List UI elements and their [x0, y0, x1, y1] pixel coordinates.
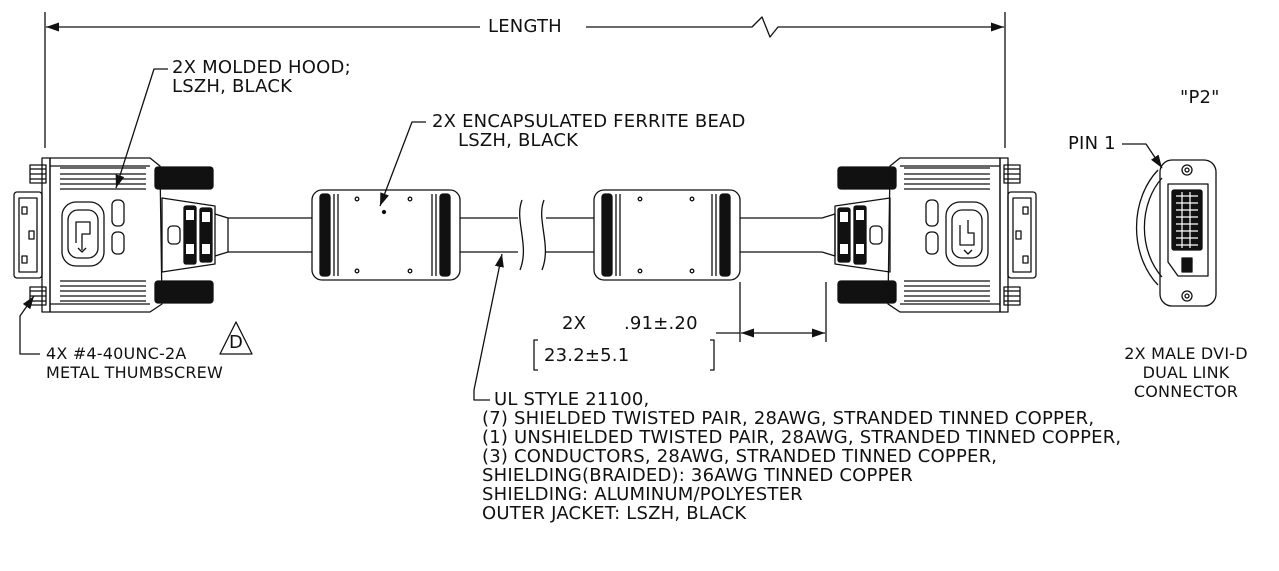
cable-spec-line-4: (3) CONDUCTORS, 28AWG, STRANDED TINNED C…: [482, 446, 998, 467]
revision-triangle: [219, 321, 253, 355]
thumbscrew-callout-line-2: METAL THUMBSCREW: [46, 363, 223, 382]
cable-spec-line-7: OUTER JACKET: LSZH, BLACK: [482, 503, 747, 524]
length-label: LENGTH: [488, 16, 562, 37]
ferrite-callout: 2X ENCAPSULATED FERRITE BEAD LSZH, BLACK: [432, 112, 746, 150]
cable-jacket: [228, 199, 822, 271]
hood-callout: 2X MOLDED HOOD; LSZH, BLACK: [172, 58, 351, 96]
end-view-title: "P2": [1180, 87, 1220, 108]
cable-spec-line-3: (1) UNSHIELDED TWISTED PAIR, 28AWG, STRA…: [482, 427, 1122, 448]
end-view-description: 2X MALE DVI-D DUAL LINK CONNECTOR: [1100, 344, 1272, 401]
hood-callout-line-1: 2X MOLDED HOOD;: [172, 57, 351, 78]
cable-spec-line-1: UL STYLE 21100,: [494, 389, 650, 410]
end-view-description-line-2: DUAL LINK: [1142, 363, 1230, 382]
right-connector: [821, 157, 1037, 313]
pitch-dimension: [716, 282, 827, 342]
ferrite-bead-right: [593, 189, 741, 281]
mm-bracket-right: [710, 339, 715, 371]
leader-lines: [19, 68, 1163, 401]
ferrite-callout-line-2: LSZH, BLACK: [458, 130, 579, 151]
pitch-qty: 2X: [562, 313, 587, 334]
pitch-mm: 23.2±5.1: [544, 345, 630, 366]
dvi-end-view: [1135, 159, 1217, 307]
length-dimension: [44, 12, 1006, 148]
ferrite-bead-left: [311, 189, 461, 281]
hood-callout-line-2: LSZH, BLACK: [172, 76, 293, 97]
pitch-inch: .91±.20: [624, 313, 698, 334]
cable-spec-line-2: (7) SHIELDED TWISTED PAIR, 28AWG, STRAND…: [482, 408, 1095, 429]
ferrite-callout-line-1: 2X ENCAPSULATED FERRITE BEAD: [432, 111, 746, 132]
end-view-description-line-1: 2X MALE DVI-D: [1124, 344, 1248, 363]
left-connector: [13, 157, 229, 313]
mm-bracket-left: [533, 339, 538, 371]
end-view-description-line-3: CONNECTOR: [1133, 382, 1239, 401]
revision-letter: D: [228, 332, 244, 353]
cable-spec-line-5: SHIELDING(BRAIDED): 36AWG TINNED COPPER: [482, 465, 913, 486]
thumbscrew-callout-line-1: 4X #4-40UNC-2A: [46, 344, 187, 363]
cable-spec-line-6: SHIELDING: ALUMINUM/POLYESTER: [482, 484, 803, 505]
pin-1-label: PIN 1: [1068, 133, 1116, 154]
cable-spec-callout: UL STYLE 21100, (7) SHIELDED TWISTED PAI…: [482, 389, 1121, 523]
thumbscrew-callout: 4X #4-40UNC-2A METAL THUMBSCREW: [46, 344, 223, 382]
